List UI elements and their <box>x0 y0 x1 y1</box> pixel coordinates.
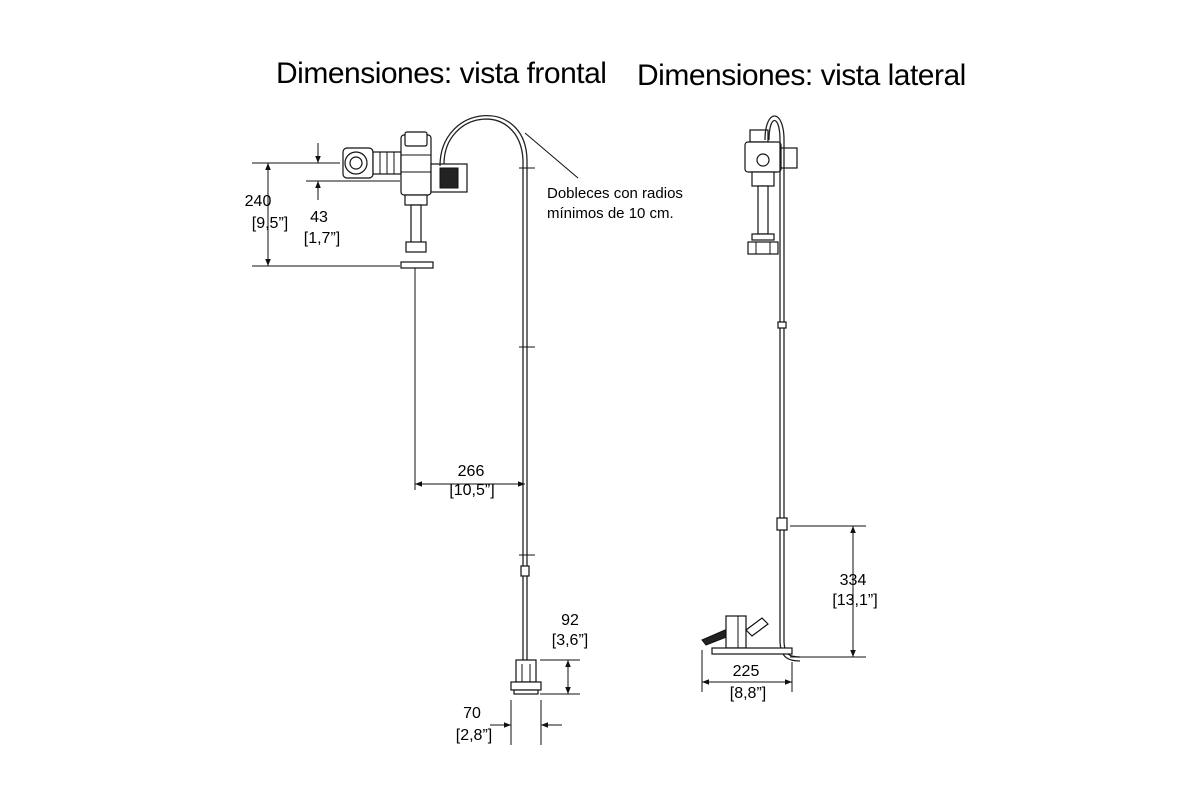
side-view-title: Dimensiones: vista lateral <box>637 59 966 92</box>
dimension-240-mm: 240 <box>245 193 272 210</box>
side-view: 334 [13,1”] 225 [8,8”] <box>701 115 878 702</box>
dimension-70-mm: 70 <box>463 705 481 722</box>
dimension-43-mm: 43 <box>310 209 328 226</box>
bend-radius-note-line1: Dobleces con radios <box>547 185 683 202</box>
dimension-266-mm: 266 <box>458 463 485 480</box>
front-view: Dobleces con radios mínimos de 10 cm. 24… <box>245 114 683 745</box>
dimension-334-mm: 334 <box>840 572 867 589</box>
front-view-title: Dimensiones: vista frontal <box>276 57 606 90</box>
dimension-240: 240 [9,5”] <box>245 162 400 267</box>
dimension-43-in: [1,7”] <box>304 230 340 247</box>
front-flush-valve <box>342 131 468 490</box>
dimension-70: 70 [2,8”] <box>456 700 562 745</box>
dimension-334-in: [13,1”] <box>832 592 877 609</box>
dimension-225-mm: 225 <box>733 663 760 680</box>
dimension-334: 334 [13,1”] <box>790 525 878 658</box>
dimension-240-in: [9,5”] <box>252 215 288 232</box>
dimension-266: 266 [10,5”] <box>415 463 525 499</box>
front-foot-pedal <box>510 659 542 695</box>
side-flush-valve <box>744 129 798 255</box>
dimension-225: 225 [8,8”] <box>701 650 793 702</box>
dimension-266-in: [10,5”] <box>449 482 494 499</box>
dimension-92: 92 [3,6”] <box>540 612 588 695</box>
dimension-70-in: [2,8”] <box>456 727 492 744</box>
side-foot-pedal <box>701 615 793 655</box>
note-leader-line <box>524 132 579 179</box>
front-actuator-tube <box>439 114 535 660</box>
dimension-225-in: [8,8”] <box>730 685 766 702</box>
dimension-92-mm: 92 <box>561 612 579 629</box>
bend-radius-note-line2: mínimos de 10 cm. <box>547 205 674 222</box>
side-actuator-tube <box>764 115 801 662</box>
dimension-43: 43 [1,7”] <box>304 143 400 247</box>
dimension-92-in: [3,6”] <box>552 632 588 649</box>
